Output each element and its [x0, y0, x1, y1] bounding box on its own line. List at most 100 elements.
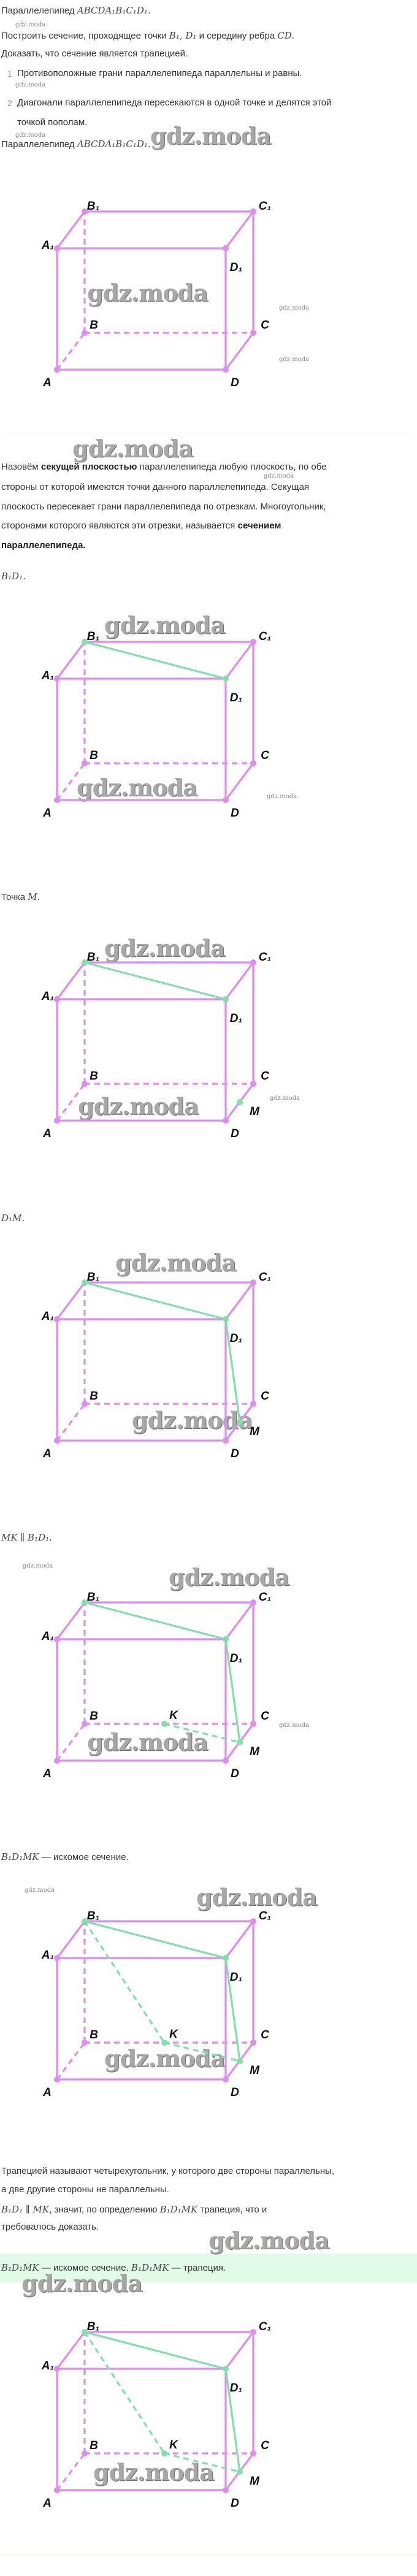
text-line: Противоположные грани параллелепипеда па…	[17, 67, 302, 80]
vertex-label-A: A	[42, 1447, 52, 1460]
point-D1	[223, 1955, 229, 1961]
watermark: gdz.moda	[270, 1095, 300, 1102]
point-C	[250, 2450, 256, 2456]
text-line: B₁D₁ ∥ MK, значит, по определению B₁D₁MK…	[1, 2203, 267, 2216]
hidden-edge-AB	[56, 2453, 86, 2491]
hidden-edge-AB	[56, 1083, 86, 1121]
point-C	[250, 2040, 256, 2046]
watermark: gdz.moda	[132, 1406, 253, 1434]
vertex-label-D1: D₁	[230, 261, 242, 274]
vertex-label-A: A	[42, 2497, 52, 2510]
text-segment: — трапеция.	[169, 2263, 226, 2273]
point-C	[250, 760, 256, 766]
point-D	[223, 2487, 229, 2493]
watermark: gdz.moda	[21, 2269, 143, 2297]
point-A	[54, 2487, 60, 2493]
point-B1	[82, 639, 88, 645]
edge-D1C1	[224, 1282, 254, 1320]
point-D	[223, 1118, 229, 1124]
point-A	[54, 1438, 60, 1444]
text-segment: стороны от которой имеются точки данного…	[1, 482, 310, 492]
point-B	[82, 2450, 88, 2456]
vertex-label-C: C	[261, 1390, 269, 1403]
point-M	[237, 1739, 243, 1745]
point-B	[82, 1081, 88, 1087]
text-segment: Построить сечение, проходящее точки	[1, 31, 169, 41]
math-expression: D₁M.	[1, 1213, 25, 1224]
text-segment: Противоположные грани параллелепипеда па…	[17, 68, 302, 78]
vertex-label-M: M	[250, 1745, 260, 1758]
vertex-label-C1: C₁	[259, 1271, 271, 1284]
point-A	[54, 797, 60, 803]
watermark: gdz.moda	[72, 435, 194, 462]
vertex-label-K: K	[169, 2028, 178, 2041]
vertex-label-D: D	[231, 376, 239, 389]
point-D	[223, 1438, 229, 1444]
watermark: gdz.moda	[196, 1883, 318, 1911]
point-B	[82, 330, 88, 336]
point-A1	[54, 996, 60, 1002]
vertex-label-B1: B₁	[87, 2320, 99, 2333]
vertex-label-A: A	[42, 376, 52, 389]
hidden-edge-AB	[56, 332, 86, 370]
vertex-label-K: K	[169, 1709, 178, 1722]
point-M	[237, 2469, 243, 2475]
watermark: gdz.moda	[169, 1563, 290, 1591]
vertex-label-B: B	[90, 1390, 98, 1403]
point-M	[237, 2058, 243, 2064]
watermark: gdz.moda	[279, 356, 310, 363]
point-A1	[54, 2366, 60, 2372]
point-B	[82, 2040, 88, 2046]
edge-D1C1	[224, 211, 254, 249]
vertex-label-B: B	[90, 749, 98, 762]
edge-A1B1	[56, 1602, 86, 1640]
text-segment: а две другие стороны не параллельны.	[1, 2184, 169, 2195]
vertex-label-B1: B₁	[87, 1910, 99, 1922]
list-number: 2	[7, 98, 12, 108]
edge-A1B1	[56, 2331, 86, 2369]
section-B1D1	[84, 1281, 226, 1320]
point-A	[54, 367, 60, 373]
vertex-label-B1: B₁	[87, 200, 99, 213]
vertex-label-B: B	[90, 1070, 98, 1083]
edge-A1B1	[56, 641, 86, 679]
point-C1	[250, 208, 256, 215]
vertex-label-D1: D₁	[230, 1652, 242, 1665]
vertex-label-A: A	[42, 807, 52, 820]
vertex-label-B1: B₁	[87, 951, 99, 964]
point-M	[237, 1099, 243, 1105]
section-MK	[164, 2452, 240, 2473]
text-segment: сторонами которого являются эти отрезки,…	[1, 520, 238, 531]
text-line: параллелепипеда.	[1, 539, 86, 552]
vertex-label-C1: C₁	[259, 200, 271, 213]
edge-D1C1	[224, 1602, 254, 1640]
section-MK	[164, 1723, 240, 1743]
point-B1	[82, 1599, 88, 1606]
vertex-label-C: C	[261, 319, 269, 332]
watermark: gdz.moda	[93, 2458, 215, 2486]
text-segment: , значит, по определению	[49, 2204, 160, 2215]
vertex-label-M: M	[250, 1425, 260, 1438]
vertex-label-B: B	[90, 2029, 98, 2041]
vertex-label-B1: B₁	[87, 630, 99, 643]
section-D1M	[224, 2368, 241, 2472]
text-line: D₁M.	[1, 1212, 25, 1225]
vertex-label-K: K	[169, 2439, 178, 2452]
hidden-edge-AB	[56, 1723, 86, 1761]
watermark: gdz.moda	[87, 279, 208, 307]
hidden-edge-AB	[56, 2042, 86, 2080]
vertex-label-D: D	[231, 1127, 239, 1140]
math-expression: MK ∥ B₁D₁.	[1, 1532, 52, 1543]
vertex-label-A1: A₁	[41, 2360, 54, 2372]
vertex-label-M: M	[250, 2064, 260, 2077]
edge-DC	[224, 763, 254, 801]
point-M	[237, 1419, 243, 1425]
text-segment: Точка	[1, 892, 28, 902]
section-B1D1	[84, 2331, 226, 2370]
text-segment: точкой пополам.	[17, 117, 88, 128]
